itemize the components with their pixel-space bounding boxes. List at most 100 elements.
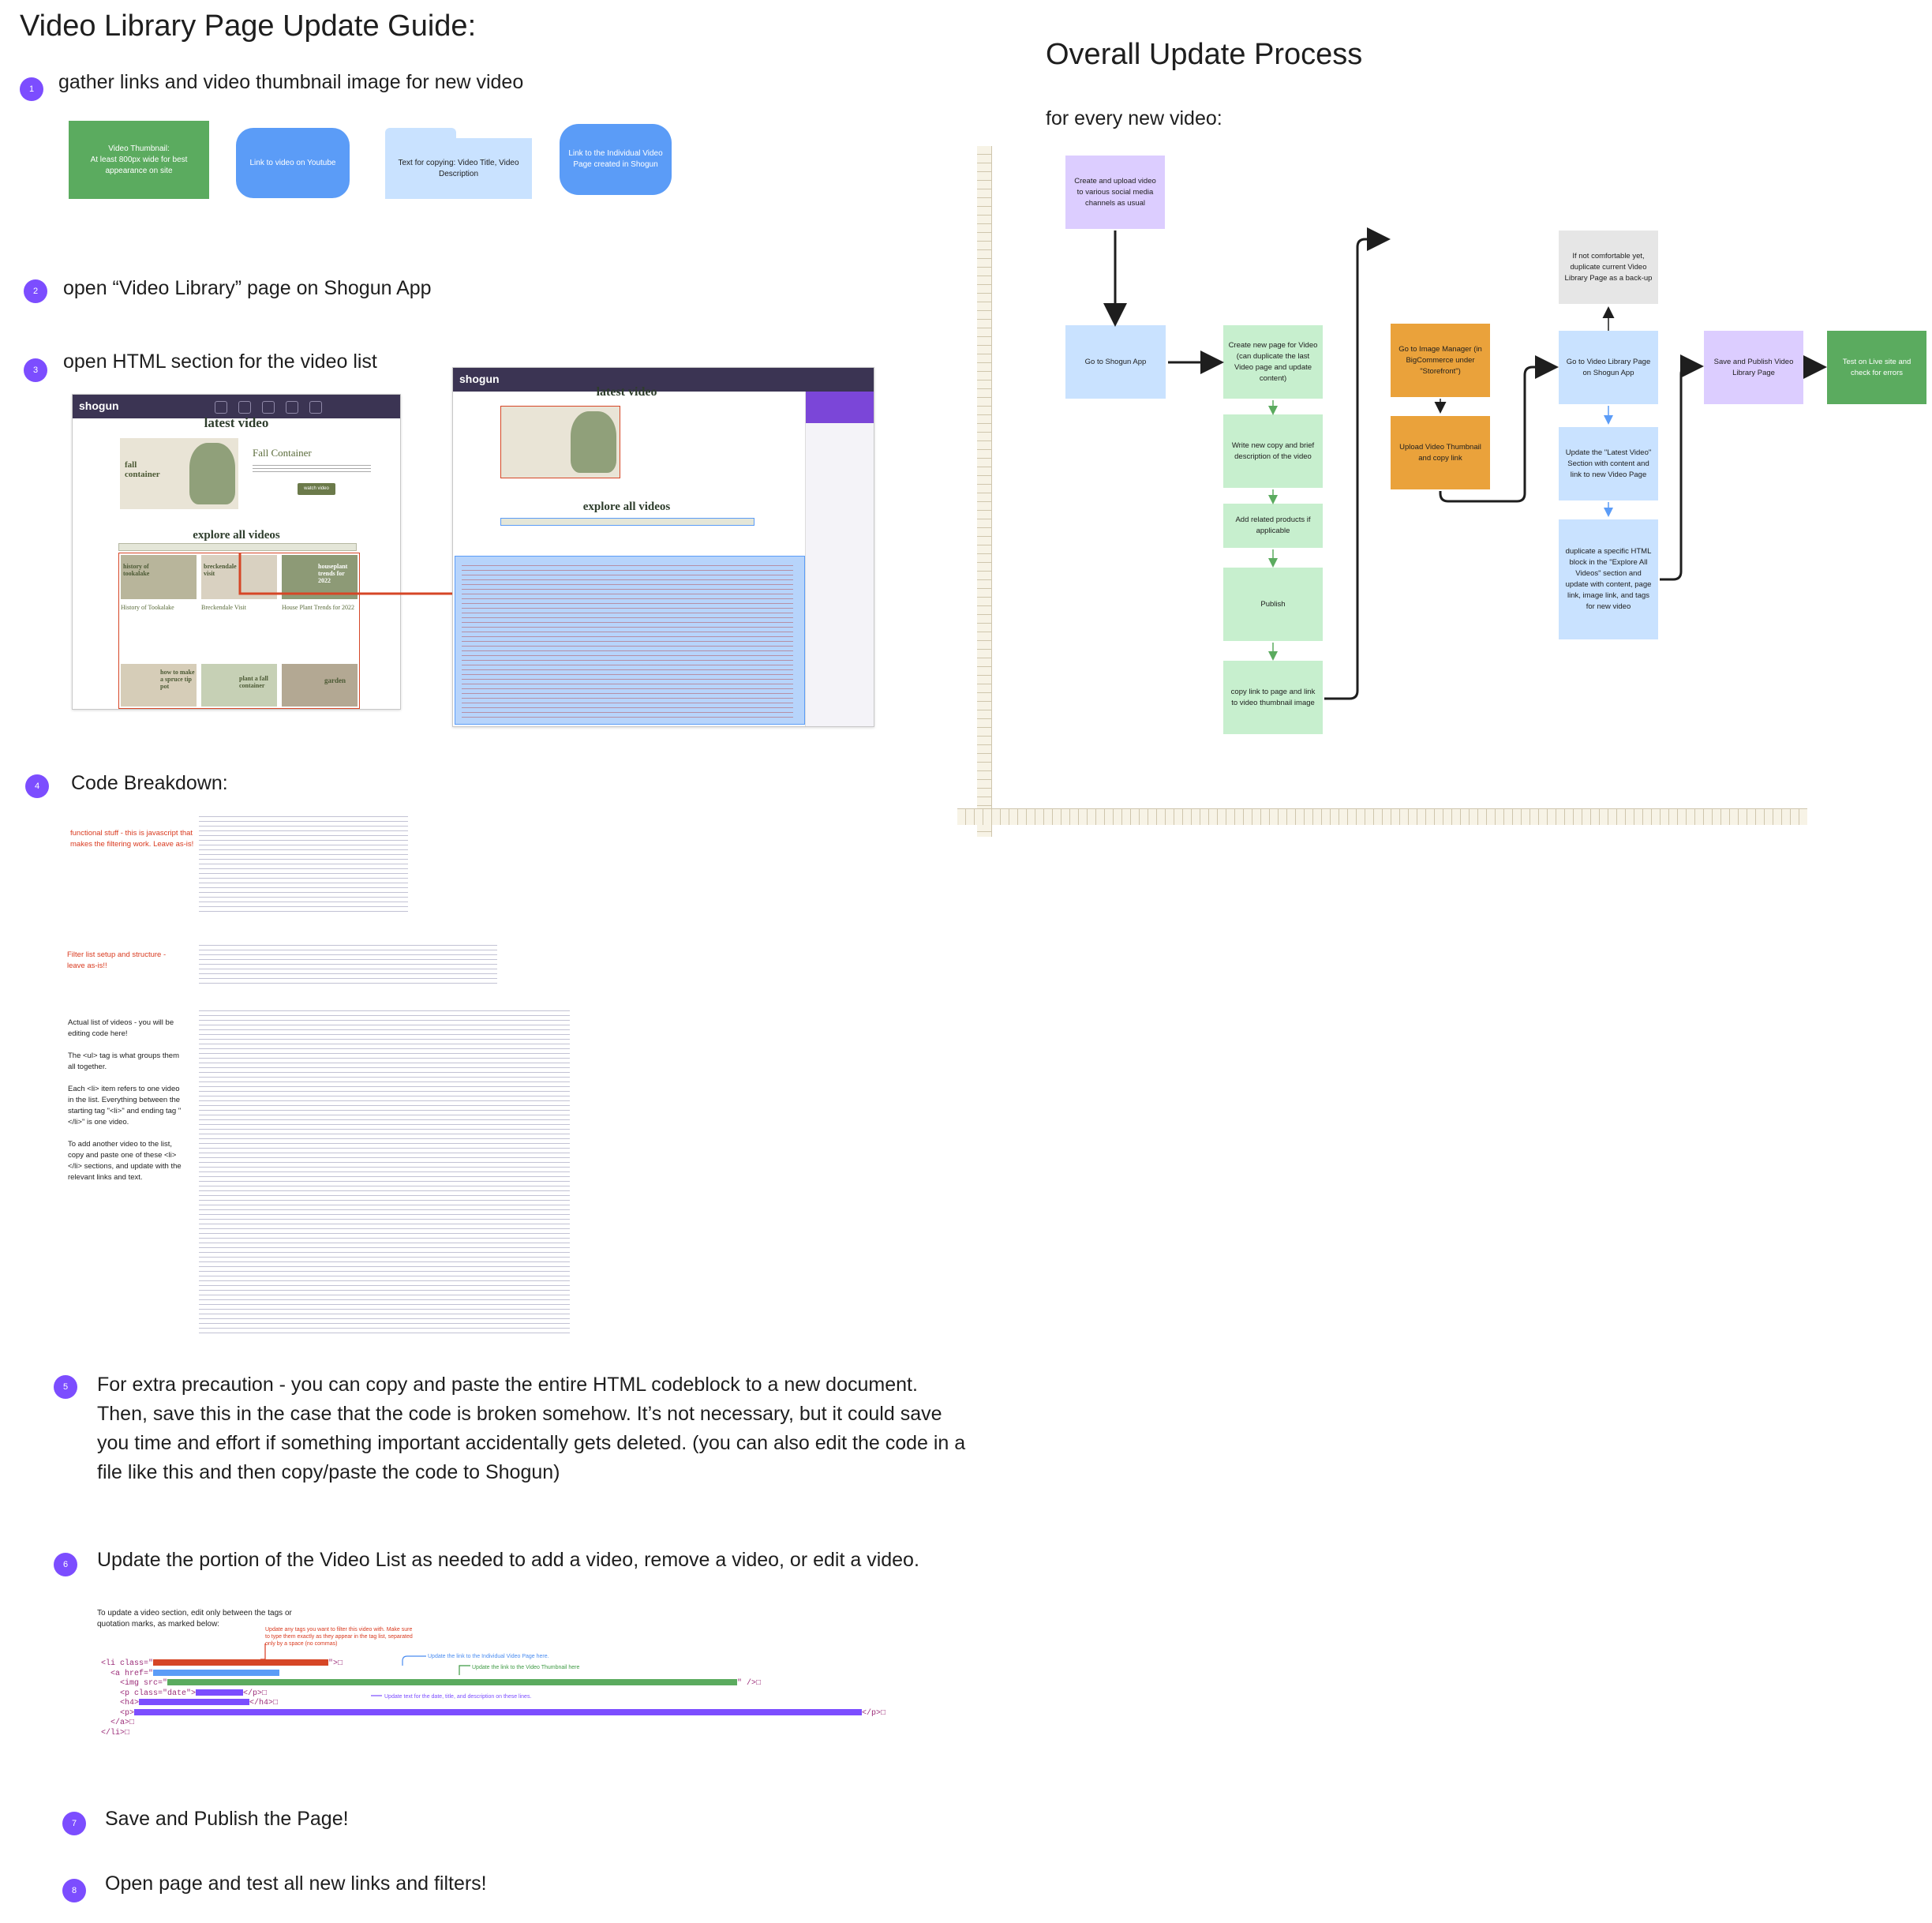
grid-thumb-label: how to make a spruce tip pot	[160, 669, 195, 690]
horizontal-ruler	[957, 808, 1807, 825]
node-goto-shogun: Go to Shogun App	[1065, 325, 1166, 399]
grid-thumb: houseplant trends for 2022	[282, 555, 358, 599]
step-2-text: open “Video Library” page on Shogun App	[63, 277, 432, 299]
step-6-text: Update the portion of the Video List as …	[97, 1549, 919, 1571]
snippet-highlight-desc	[134, 1708, 863, 1715]
snippet-token: " />□	[737, 1679, 762, 1688]
toolbar-icons	[215, 401, 349, 414]
grid-title: House Plant Trends for 2022	[282, 604, 355, 611]
snippet-line-date: <p class="date"></p>□	[101, 1689, 886, 1700]
node-image-manager: Go to Image Manager (in BigCommerce unde…	[1391, 324, 1490, 397]
process-subtitle: for every new video:	[1046, 107, 1222, 129]
feature-thumb-text: fall container	[125, 460, 160, 479]
card-copy-text: Text for copying: Video Title, Video Des…	[385, 138, 532, 199]
grid-thumb: history of tookalake	[121, 555, 197, 599]
latest-video-heading: latest video	[596, 385, 657, 399]
snippet-line-p: <p> </p>□	[101, 1709, 886, 1719]
snippet-token: <a href="	[110, 1669, 154, 1678]
guide-title: Video Library Page Update Guide:	[20, 9, 477, 43]
annot-connectors	[260, 1644, 470, 1696]
step-7-badge: 7	[62, 1812, 86, 1835]
feature-desc	[253, 463, 371, 474]
step-2-badge: 2	[24, 279, 47, 303]
node-write-copy: Write new copy and brief description of …	[1223, 414, 1323, 488]
card-video-thumbnail: Video Thumbnail: At least 800px wide for…	[69, 121, 209, 199]
filter-bar	[500, 518, 754, 526]
snippet-token: </p>□	[862, 1708, 886, 1718]
snippet-token: </p>□	[243, 1689, 268, 1698]
watch-video-button[interactable]: watch video	[298, 483, 335, 495]
plant-image	[571, 411, 616, 473]
grid-thumb: garden	[282, 664, 358, 707]
code-block-video-list	[199, 1006, 570, 1333]
snippet-highlight-page	[153, 1669, 280, 1676]
step-7-text: Save and Publish the Page!	[105, 1808, 349, 1830]
snippet-line-close-li: </li>□	[101, 1729, 886, 1739]
card-text-folder-tab	[385, 128, 456, 141]
filter-bar	[118, 543, 357, 551]
feature-thumbnail: fall container	[120, 438, 238, 509]
card-copy-text-label: Text for copying: Video Title, Video Des…	[398, 158, 519, 178]
note-filter-list: Filter list setup and structure - leave …	[67, 950, 167, 970]
snippet-token: </li>□	[101, 1728, 130, 1737]
grid-thumb-label: plant a fall container	[239, 675, 268, 689]
snippet-token: <p>	[120, 1708, 135, 1718]
video-grid: history of tookalake breckendale visit h…	[118, 553, 360, 709]
step-3-text: open HTML section for the video list	[63, 350, 377, 373]
node-test-live: Test on Live site and check for errors	[1827, 331, 1926, 404]
explore-heading: explore all videos	[582, 500, 671, 513]
grid-thumb-label: garden	[324, 677, 346, 684]
shogun-screenshot-page: shogun latest video fall container Fall …	[72, 394, 401, 710]
node-save-publish: Save and Publish Video Library Page	[1704, 331, 1803, 404]
snippet-token: <li class="	[101, 1659, 154, 1668]
card-video-page-link: Link to the Individual Video Page create…	[560, 124, 672, 195]
node-goto-library: Go to Video Library Page on Shogun App	[1559, 331, 1658, 404]
grid-thumb: how to make a spruce tip pot	[121, 664, 197, 707]
html-panel	[805, 392, 874, 726]
snippet-line-img: <img src=" " />□	[101, 1679, 886, 1689]
annot-thumb-link: Update the link to the Video Thumbnail h…	[472, 1665, 580, 1670]
node-create-page: Create new page for Video (can duplicate…	[1223, 325, 1323, 399]
annot-text-lines: Update text for the date, title, and des…	[384, 1694, 532, 1700]
plant-image	[189, 443, 235, 504]
latest-video-heading: latest video	[204, 415, 269, 430]
shogun-top-bar: shogun	[453, 368, 874, 392]
feature-title: Fall Container	[253, 447, 312, 459]
step-4-text: Code Breakdown:	[71, 772, 228, 794]
arrow-to-code-view	[238, 553, 470, 602]
note-video-list: Actual list of videos - you will be edit…	[68, 1018, 182, 1182]
card-youtube-link-label: Link to video on Youtube	[249, 158, 336, 167]
snippet-line-close-a: </a>□	[101, 1719, 886, 1729]
node-upload-thumbnail: Upload Video Thumbnail and copy link	[1391, 416, 1490, 489]
shogun-screenshot-html-editor: shogun latest video explore all videos	[452, 367, 874, 727]
grid-thumb-label: breckendale visit	[204, 563, 237, 577]
step-1-badge: 1	[20, 77, 43, 101]
step-8-badge: 8	[62, 1879, 86, 1902]
card-youtube-link: Link to video on Youtube	[236, 128, 350, 198]
snippet-token: <h4>	[120, 1699, 140, 1707]
node-copy-link: copy link to page and link to video thum…	[1223, 661, 1323, 734]
code-editor	[455, 556, 805, 725]
node-create-video: Create and upload video to various socia…	[1065, 156, 1165, 229]
shogun-top-bar: shogun	[73, 395, 400, 418]
snippet-highlight-title	[139, 1699, 250, 1706]
grid-thumb: plant a fall container	[201, 664, 277, 707]
process-title: Overall Update Process	[1046, 38, 1363, 71]
snippet-highlight-date	[196, 1689, 244, 1696]
snippet-token: <img src="	[120, 1679, 168, 1688]
code-lines	[462, 561, 793, 719]
annot-page-link: Update the link to the Individual Video …	[428, 1654, 549, 1659]
code-block-filter-list	[199, 941, 497, 987]
card-video-thumbnail-label: Video Thumbnail: At least 800px wide for…	[90, 144, 188, 175]
shogun-logo: shogun	[79, 399, 119, 412]
grid-thumb-label: houseplant trends for 2022	[318, 563, 348, 584]
annot-tags: Update any tags you want to filter this …	[265, 1627, 413, 1647]
step-5-badge: 5	[54, 1375, 77, 1399]
node-publish: Publish	[1223, 568, 1323, 641]
node-update-latest: Update the "Latest Video" Section with c…	[1559, 427, 1658, 500]
card-video-page-link-label: Link to the Individual Video Page create…	[568, 149, 663, 169]
snippet-highlight-thumb	[167, 1679, 738, 1686]
step-8-text: Open page and test all new links and fil…	[105, 1872, 487, 1895]
snippet-token: ">□	[328, 1659, 343, 1668]
grid-thumb-label: history of tookalake	[123, 563, 150, 577]
